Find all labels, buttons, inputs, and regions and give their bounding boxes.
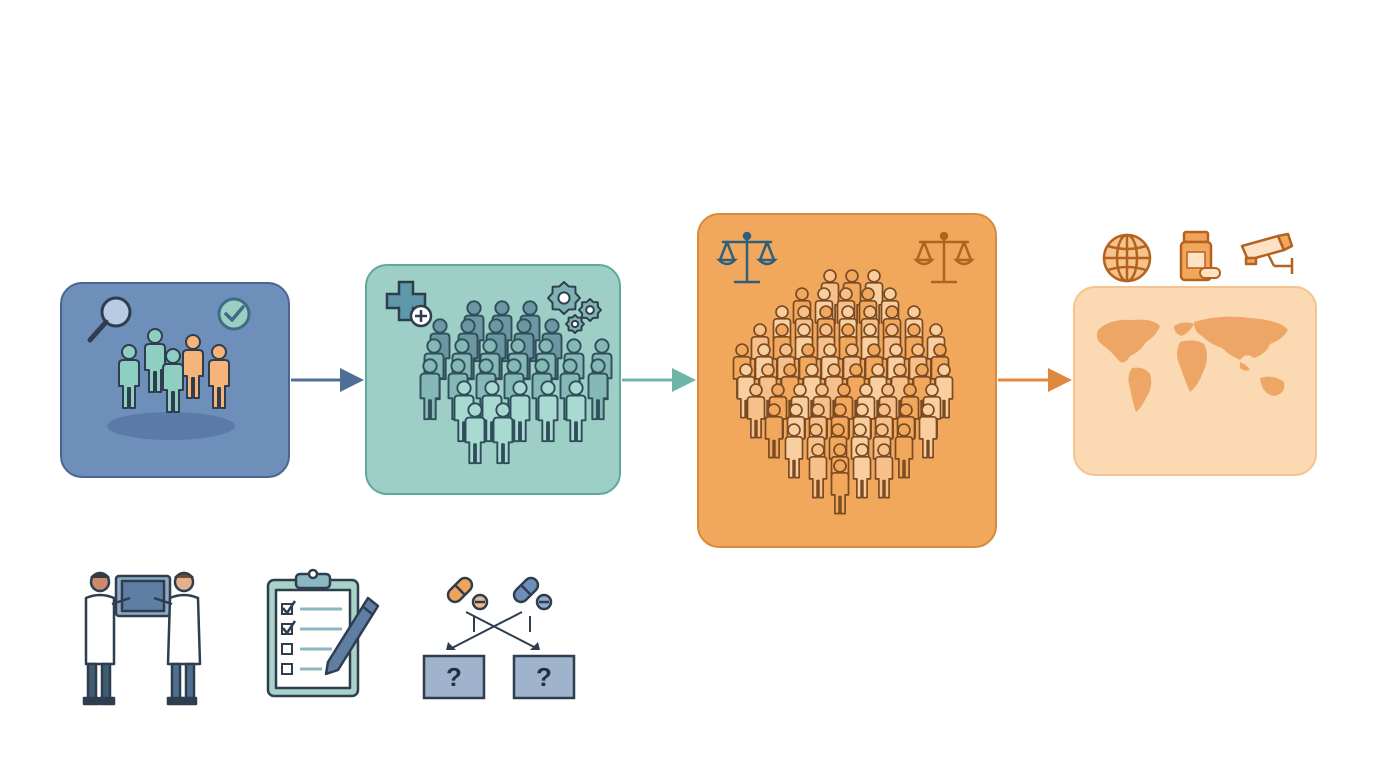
- person-figure: [208, 344, 230, 409]
- randomization-pills-icon: [422, 576, 576, 700]
- medical-cross-icon: [385, 280, 433, 328]
- magnifier-icon: [87, 296, 132, 343]
- doctors-reviewing-xray-icon: [82, 571, 202, 706]
- person-figure: [874, 443, 894, 499]
- person-figure: [144, 328, 166, 393]
- person-figure: [764, 403, 784, 459]
- person-figure: [587, 358, 609, 421]
- person-figure: [565, 380, 587, 443]
- person-figure: [808, 443, 828, 499]
- person-figure: [784, 423, 804, 479]
- question-mark-left: ?: [446, 662, 462, 692]
- globe-icon: [1102, 233, 1152, 283]
- world-map-icon: [1096, 316, 1288, 412]
- person-figure: [537, 380, 559, 443]
- people-crowd-icon: [419, 300, 613, 465]
- person-figure: [894, 423, 914, 479]
- scales-icon: [715, 231, 779, 284]
- clipboard-checklist-icon: [266, 568, 380, 698]
- person-figure: [918, 403, 938, 459]
- gears-icon: [547, 281, 602, 334]
- person-figure: [162, 348, 184, 413]
- person-figure: [419, 358, 441, 421]
- person-figure: [182, 334, 204, 399]
- checkmark-icon: [217, 297, 251, 331]
- person-figure: [746, 383, 766, 439]
- arrow-2: [622, 368, 696, 392]
- surveillance-camera-icon: [1240, 232, 1294, 274]
- person-figure: [509, 380, 531, 443]
- person-figure: [830, 459, 850, 515]
- arrow-1: [291, 368, 364, 392]
- question-mark-right: ?: [536, 662, 552, 692]
- medicine-bottle-icon: [1179, 230, 1221, 282]
- scales-icon: [912, 231, 976, 284]
- person-figure: [464, 402, 486, 465]
- people-group-icon: [107, 328, 235, 440]
- person-figure: [118, 344, 140, 409]
- arrow-3: [998, 368, 1072, 392]
- people-crowd-icon: [732, 269, 954, 515]
- person-figure: [492, 402, 514, 465]
- person-figure: [852, 443, 872, 499]
